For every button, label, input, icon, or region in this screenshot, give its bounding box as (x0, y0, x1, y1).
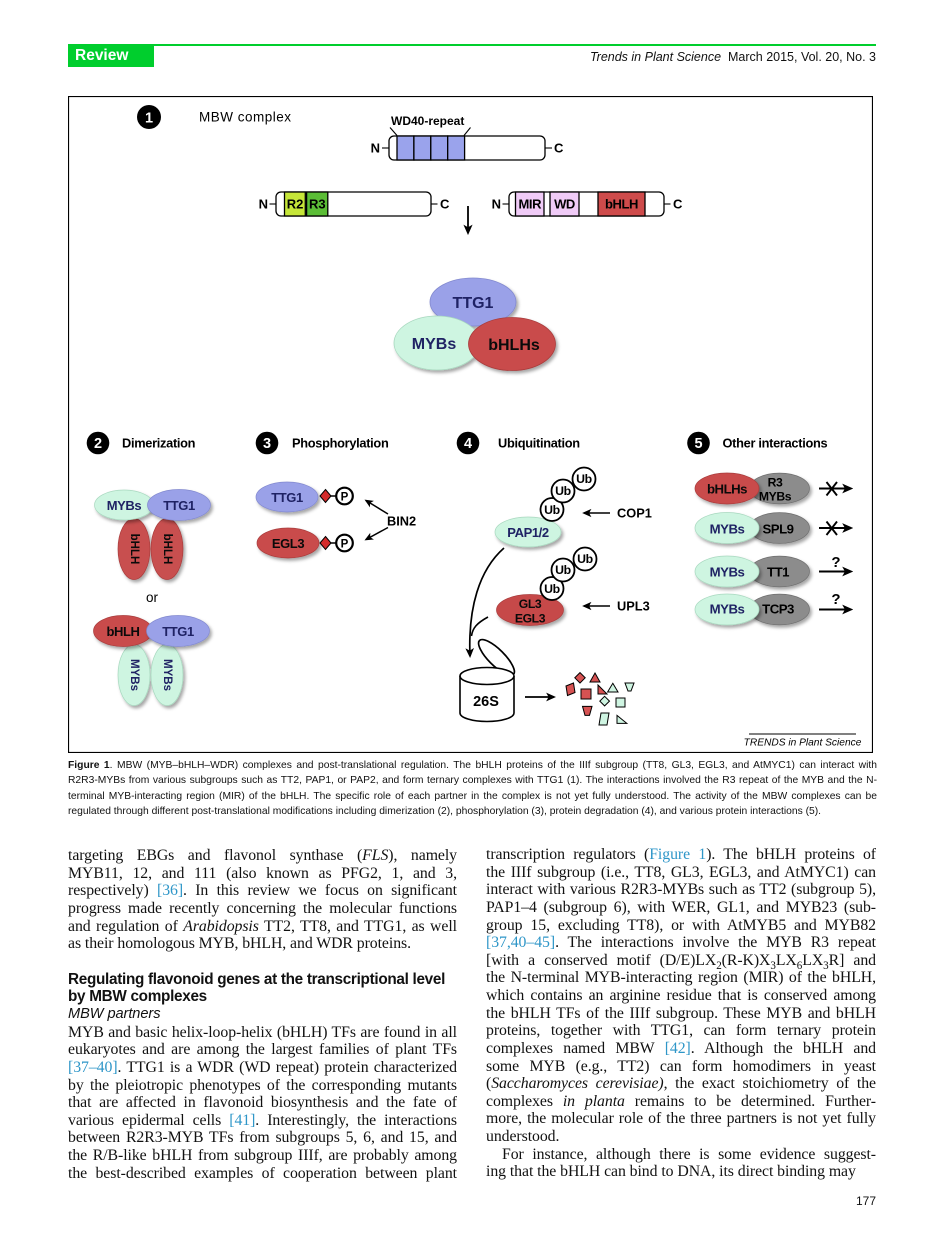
svg-text:C: C (554, 141, 564, 156)
svg-text:2: 2 (94, 436, 102, 452)
svg-text:Ub: Ub (544, 503, 560, 517)
svg-text:R2: R2 (287, 197, 304, 212)
svg-text:MYBs: MYBs (161, 659, 173, 691)
svg-text:MIR: MIR (518, 197, 542, 212)
svg-text:N: N (259, 197, 268, 212)
svg-text:C: C (440, 197, 450, 212)
svg-text:R3: R3 (309, 197, 326, 212)
svg-text:EGL3: EGL3 (272, 536, 305, 551)
svg-text:26S: 26S (473, 694, 499, 710)
svg-text:MYBs: MYBs (412, 336, 457, 353)
svg-text:4: 4 (464, 436, 472, 452)
svg-text:TRENDS in Plant Science: TRENDS in Plant Science (744, 738, 862, 749)
svg-text:?: ? (831, 591, 840, 608)
svg-text:Phosphorylation: Phosphorylation (292, 436, 389, 451)
svg-text:Dimerization: Dimerization (122, 436, 196, 451)
svg-text:MYBs: MYBs (128, 659, 140, 691)
svg-text:TTG1: TTG1 (271, 490, 303, 505)
svg-text:bHLHs: bHLHs (488, 337, 540, 354)
svg-text:P: P (341, 538, 349, 550)
svg-text:Ub: Ub (544, 582, 560, 596)
svg-text:N: N (371, 141, 380, 156)
svg-text:bHLH: bHLH (605, 197, 638, 212)
svg-text:WD40-repeat: WD40-repeat (391, 114, 464, 128)
svg-text:UPL3: UPL3 (617, 599, 650, 614)
svg-text:Ub: Ub (576, 472, 592, 486)
svg-text:bHLH: bHLH (128, 534, 140, 565)
svg-text:TCP3: TCP3 (762, 601, 794, 616)
svg-text:PAP1/2: PAP1/2 (507, 525, 549, 540)
svg-text:bHLH: bHLH (161, 534, 173, 565)
svg-text:MBW complex: MBW complex (199, 110, 292, 125)
svg-text:MYBs: MYBs (710, 601, 745, 616)
svg-text:bHLH: bHLH (106, 624, 139, 639)
svg-text:COP1: COP1 (617, 506, 652, 521)
svg-text:BIN2: BIN2 (387, 514, 416, 529)
svg-text:MYBs: MYBs (107, 498, 142, 513)
svg-text:N: N (492, 197, 501, 212)
svg-text:GL3: GL3 (519, 597, 542, 611)
svg-text:EGL3: EGL3 (515, 611, 546, 625)
svg-text:MYBs: MYBs (710, 564, 745, 579)
svg-text:bHLHs: bHLHs (707, 482, 747, 497)
svg-text:Ub: Ub (555, 484, 571, 498)
svg-text:?: ? (831, 554, 840, 571)
svg-text:Other interactions: Other interactions (723, 436, 828, 451)
svg-text:WD: WD (554, 197, 575, 212)
svg-text:5: 5 (694, 436, 702, 452)
svg-text:TTG1: TTG1 (162, 624, 194, 639)
svg-text:or: or (146, 590, 159, 605)
svg-text:P: P (341, 491, 349, 503)
svg-text:TT1: TT1 (767, 564, 789, 579)
svg-text:3: 3 (263, 436, 271, 452)
svg-text:1: 1 (145, 110, 153, 126)
svg-text:SPL9: SPL9 (763, 521, 794, 536)
svg-text:Ub: Ub (555, 563, 571, 577)
svg-text:MYBs: MYBs (710, 521, 745, 536)
svg-text:Ub: Ub (577, 552, 593, 566)
svg-text:C: C (673, 197, 683, 212)
svg-text:TTG1: TTG1 (453, 295, 494, 312)
svg-text:TTG1: TTG1 (163, 498, 195, 513)
svg-text:MYBs: MYBs (759, 490, 792, 504)
svg-text:Ubiquitination: Ubiquitination (498, 436, 580, 451)
svg-text:R3: R3 (768, 476, 783, 490)
